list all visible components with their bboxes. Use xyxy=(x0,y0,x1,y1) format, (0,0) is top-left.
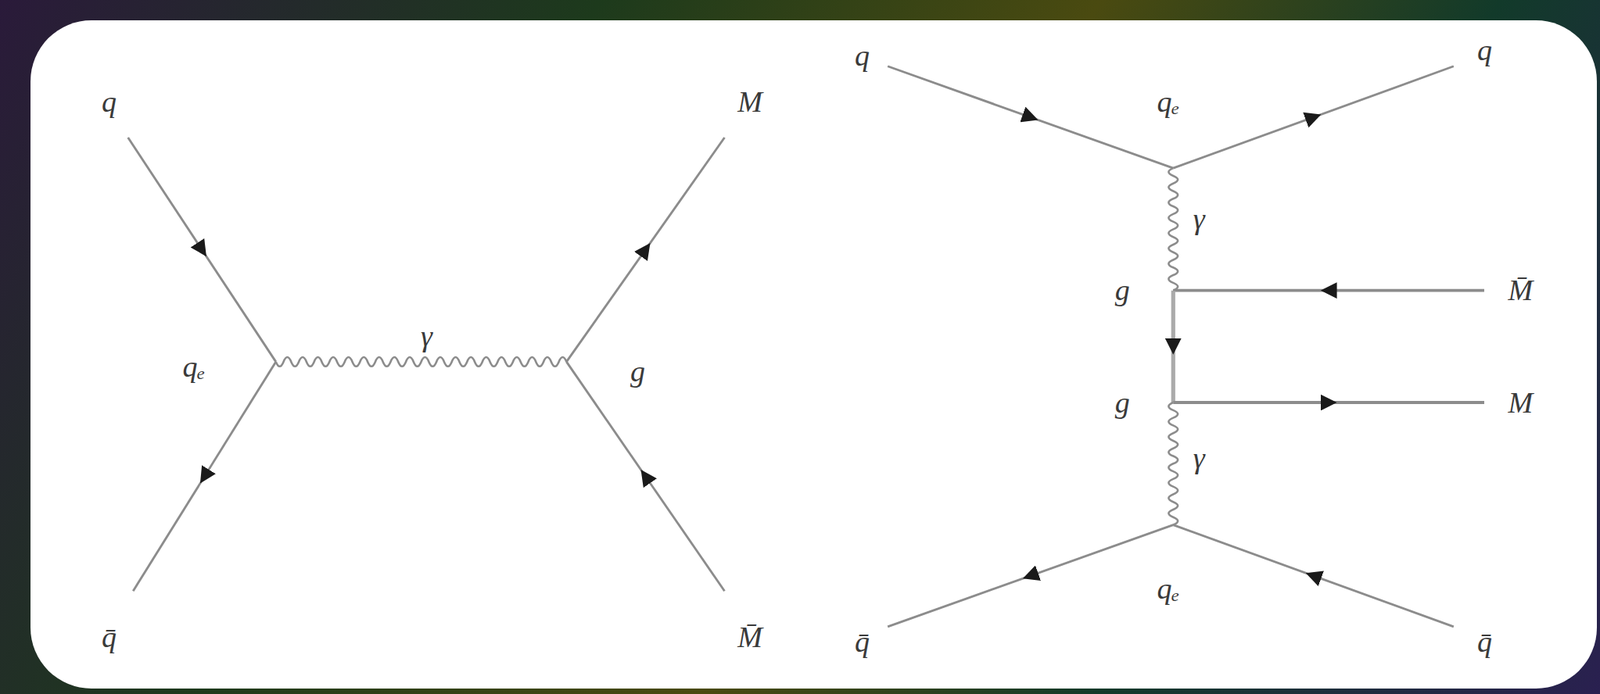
particle-label: q̄ xyxy=(854,626,870,660)
particle-label: M xyxy=(737,86,763,119)
particle-label: M̄ xyxy=(737,621,763,655)
arrowheads xyxy=(128,66,1485,628)
particle-label: qₑ xyxy=(1157,86,1181,119)
particle-label: γ xyxy=(1193,203,1206,237)
particle-label: q xyxy=(101,86,117,119)
white-panel xyxy=(30,20,1597,689)
photon-lines xyxy=(276,168,1178,525)
particle-label: γ xyxy=(1193,442,1206,476)
particle-label: γ xyxy=(420,320,433,354)
particle-label: M xyxy=(1507,387,1533,420)
particle-label: q xyxy=(1477,34,1493,68)
particle-label: q xyxy=(854,39,870,73)
particle-label: qₑ xyxy=(182,351,205,384)
particle-label: g xyxy=(630,355,646,389)
fermion-lines xyxy=(128,66,1485,628)
particle-label: q̄ xyxy=(101,621,117,655)
particle-label: g xyxy=(1115,274,1131,308)
particle-label: qₑ xyxy=(1157,573,1181,607)
particle-label: q̄ xyxy=(1477,626,1493,660)
particle-label: g xyxy=(1115,387,1131,420)
particle-label: M̄ xyxy=(1507,274,1533,308)
